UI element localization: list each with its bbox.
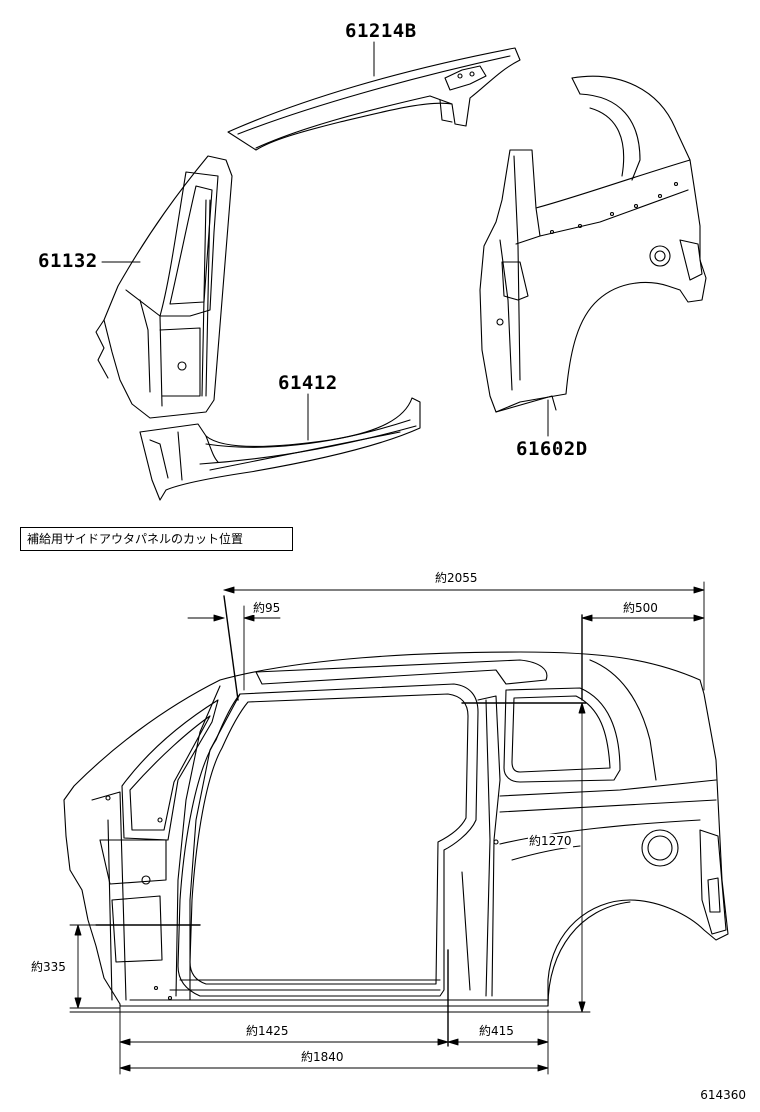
dim-lower-overall-length: 約1840 <box>300 1050 345 1064</box>
cut-position-caption: 補給用サイドアウタパネルのカット位置 <box>20 527 293 551</box>
roof-side-rail-part <box>227 47 521 151</box>
front-pillar-part <box>95 155 233 419</box>
dim-rear-offset: 約500 <box>622 601 659 615</box>
part-number-roof-side-rail: 61214B <box>345 20 417 42</box>
dim-overall-length: 約2055 <box>434 571 479 585</box>
part-number-front-pillar: 61132 <box>38 250 98 272</box>
rocker-panel-part <box>139 397 421 501</box>
dim-rocker-length: 約1425 <box>245 1024 290 1038</box>
dim-rear-height: 約1270 <box>528 834 573 848</box>
side-outer-panel <box>63 651 729 1007</box>
dim-rear-rocker-length: 約415 <box>478 1024 515 1038</box>
quarter-panel-part <box>479 75 707 413</box>
part-number-quarter-panel: 61602D <box>516 438 588 460</box>
dim-front-pillar-offset: 約95 <box>252 601 282 615</box>
part-leader-lines <box>101 41 549 441</box>
dim-front-height: 約335 <box>30 960 67 974</box>
dimension-lines <box>69 581 705 1075</box>
figure-id: 614360 <box>700 1088 746 1102</box>
cut-position-lines <box>95 595 587 1047</box>
part-number-rocker-panel: 61412 <box>278 372 338 394</box>
